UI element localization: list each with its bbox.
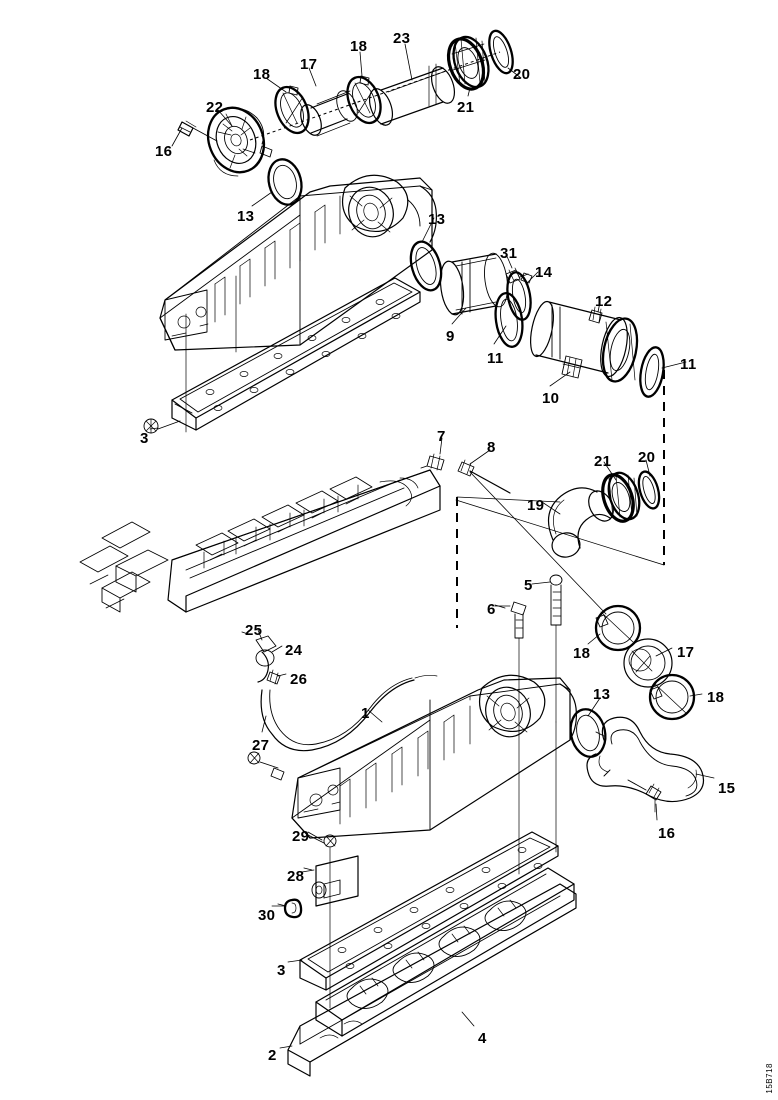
- seal-ring-11-b: [639, 346, 665, 398]
- clamp-18-top-b: [346, 75, 382, 125]
- hose-17-lower: [623, 638, 673, 688]
- callout-21: 21: [594, 453, 612, 470]
- callout-9: 9: [446, 328, 455, 345]
- upper-gasket-and-head: [79, 275, 511, 613]
- callout-11: 11: [680, 356, 697, 373]
- bolt-3-upper: [143, 418, 181, 434]
- callout-22: 22: [206, 99, 224, 116]
- callout-25: 25: [245, 622, 263, 639]
- lower-gaskets-and-head: [287, 695, 577, 1077]
- seal-ring-13-upper-left: [267, 158, 303, 206]
- seal-ring-20-mid: [637, 470, 661, 510]
- lower-intake-manifold-body: [291, 674, 577, 839]
- clamp-18-lower-b: [648, 673, 696, 721]
- lower-right-hose-group: [569, 604, 705, 813]
- callout-30: 30: [258, 907, 276, 924]
- callout-26: 26: [290, 671, 308, 688]
- callout-4: 4: [478, 1030, 487, 1047]
- aftercooler-core-12: [530, 300, 639, 383]
- exhaust-ports: [79, 521, 169, 613]
- upper-manifold-assembly: [159, 158, 665, 398]
- long-bolts-5-6: [494, 574, 563, 731]
- upper-intake-manifold-body: [159, 174, 437, 351]
- lower-pan-2: [287, 883, 577, 1077]
- callout-16: 16: [155, 143, 173, 160]
- callout-18: 18: [350, 38, 368, 55]
- callout-13: 13: [428, 211, 446, 228]
- callout-18: 18: [573, 645, 591, 662]
- callout-10: 10: [542, 390, 560, 407]
- seal-washer-30: [277, 898, 303, 919]
- v-band-clamp-21-mid: [601, 471, 641, 523]
- seal-ring-13-upper-right: [409, 240, 443, 292]
- clamp-18-top-a: [274, 85, 310, 135]
- bolt-6: [494, 601, 527, 731]
- callout-15: 15: [718, 780, 736, 797]
- callout-leaders: [149, 43, 715, 1049]
- callout-12: 12: [595, 293, 613, 310]
- callout-2: 2: [268, 1047, 277, 1064]
- fitting-cluster-24-25-26: [241, 631, 281, 685]
- mid-right-elbow-group: [455, 370, 665, 628]
- callout-18: 18: [253, 66, 271, 83]
- cylinder-head-rocker-assembly: [79, 469, 441, 613]
- callout-20: 20: [638, 449, 656, 466]
- callout-27: 27: [252, 737, 270, 754]
- callout-16: 16: [658, 825, 676, 842]
- hose-27: [260, 674, 438, 752]
- callout-7: 7: [437, 428, 446, 445]
- callout-8: 8: [487, 439, 496, 456]
- callout-13: 13: [237, 208, 255, 225]
- top-tube-stack: [177, 29, 514, 177]
- turbo-housing-22: [206, 106, 273, 177]
- clamp-14: [506, 271, 533, 321]
- plug-7: [420, 453, 445, 471]
- callout-17: 17: [300, 56, 318, 73]
- bolt-lower-left: [247, 751, 285, 781]
- callout-24: 24: [285, 642, 303, 659]
- callout-20: 20: [513, 66, 531, 83]
- seal-ring-11-a: [494, 292, 524, 348]
- gasket-3-lower: [299, 831, 559, 991]
- gasket-3-upper: [171, 277, 421, 431]
- callout-14: 14: [535, 264, 553, 281]
- sensor-8: [457, 459, 511, 494]
- callout-5: 5: [524, 577, 533, 594]
- end-cover-28: [303, 855, 359, 907]
- crossover-hose-15: [586, 716, 705, 803]
- aftercooler-tube-9: [439, 252, 508, 316]
- callout-28: 28: [287, 868, 305, 885]
- callout-19: 19: [527, 497, 545, 514]
- cylinder-head-deck-4: [315, 867, 575, 1037]
- callout-17: 17: [677, 644, 695, 661]
- callout-18: 18: [707, 689, 725, 706]
- hose-17-top: [300, 90, 358, 137]
- clamp-18-lower-a: [594, 604, 642, 652]
- callout-21: 21: [457, 99, 475, 116]
- bracket-10: [561, 355, 583, 379]
- bolt-29: [307, 834, 337, 949]
- callout-13: 13: [593, 686, 611, 703]
- v-band-clamp-21-top: [446, 35, 490, 91]
- lower-manifold-assembly: [241, 631, 577, 949]
- callout-11: 11: [487, 350, 504, 367]
- callout-31: 31: [500, 245, 518, 262]
- rocker-arms: [195, 476, 373, 569]
- callout-3: 3: [277, 962, 286, 979]
- bolt-5: [549, 574, 563, 723]
- callout-1: 1: [361, 705, 370, 722]
- callout-3: 3: [140, 430, 149, 447]
- drawing-code: 15B718: [765, 1063, 774, 1094]
- callout-6: 6: [487, 601, 496, 618]
- callout-29: 29: [292, 828, 310, 845]
- callout-23: 23: [393, 30, 411, 47]
- bolt-16-lower: [627, 779, 662, 813]
- elbow-hose-19: [547, 487, 614, 558]
